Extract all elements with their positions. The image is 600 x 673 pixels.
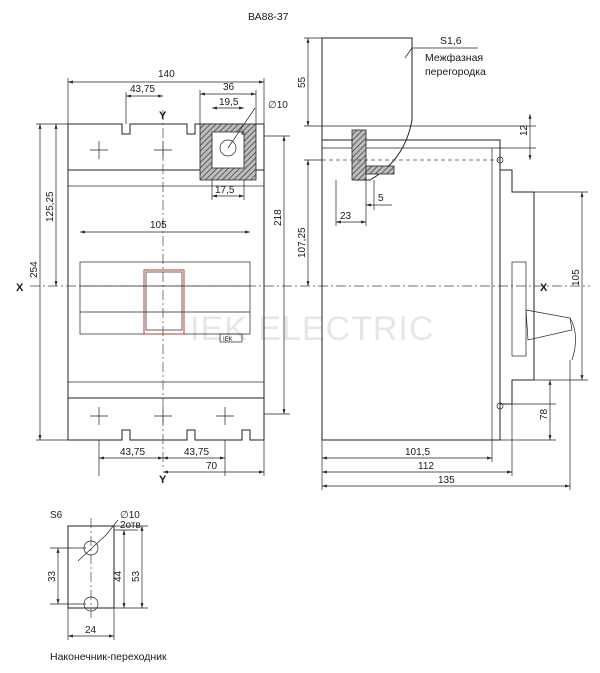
dim-135: 135 — [438, 475, 455, 486]
dim-36: 36 — [223, 82, 235, 93]
side-main-body — [321, 139, 501, 441]
dim-140: 140 — [158, 69, 175, 80]
dim-5: 5 — [378, 193, 384, 204]
side-handle-base — [511, 261, 527, 357]
lug-view: S6 ∅10 2отв. 33 44 53 24 Наконечник-пере… — [47, 510, 167, 663]
front-terminal-hatch — [199, 123, 257, 181]
front-badge-text: IEK — [223, 337, 233, 343]
lug-hole-dia: ∅10 — [120, 510, 140, 521]
lug-dim-24: 24 — [85, 625, 97, 636]
axis-x-right: X — [540, 282, 548, 294]
terminal-hole — [219, 139, 237, 157]
dim-218: 218 — [273, 209, 284, 226]
side-step — [500, 169, 535, 405]
phase-partition — [321, 37, 413, 181]
side-terminal-hatch — [351, 129, 367, 181]
axis-y-top: Y — [159, 110, 167, 122]
dim-78: 78 — [539, 408, 550, 420]
dim-23: 23 — [340, 211, 352, 222]
lug-hole-count: 2отв. — [120, 520, 144, 531]
front-body-inner — [67, 185, 265, 383]
lug-thickness: S6 — [50, 510, 63, 521]
dim-hole-dia: ∅10 — [268, 100, 288, 111]
partition-label-1: Межфазная — [425, 52, 483, 64]
dim-125-25: 125,25 — [45, 191, 56, 222]
front-top-block — [67, 123, 265, 171]
lug-dim-53: 53 — [131, 570, 142, 582]
dim-43-75-bottom-right: 43,75 — [184, 447, 209, 458]
dim-43-75-bottom-left: 43,75 — [120, 447, 145, 458]
axis-y-bottom: Y — [159, 474, 167, 486]
dim-105-right: 105 — [571, 269, 582, 286]
dim-70: 70 — [206, 461, 218, 472]
dim-254: 254 — [29, 261, 40, 278]
dim-43-75-top: 43,75 — [130, 84, 155, 95]
dim-12: 12 — [519, 124, 530, 136]
dim-17-5: 17,5 — [215, 185, 235, 196]
front-view: IEK Y Y X 140 43,75 36 — [16, 69, 590, 486]
dim-107-25: 107,25 — [297, 227, 308, 258]
handle-outline — [143, 269, 185, 335]
drawing-title: ВА88-37 — [248, 11, 289, 23]
lug-dim-33: 33 — [47, 570, 58, 582]
side-handle — [525, 309, 573, 341]
front-bottom-block — [67, 397, 265, 441]
front-main-body — [67, 169, 265, 399]
dim-112: 112 — [418, 461, 434, 472]
lug-title: Наконечник-переходник — [50, 651, 167, 663]
mount-crosses — [90, 141, 234, 425]
lug-dim-44: 44 — [113, 570, 124, 582]
dim-55: 55 — [297, 76, 308, 88]
dim-19-5: 19,5 — [219, 97, 239, 108]
partition-thickness: S1,6 — [440, 35, 462, 47]
dim-101-5: 101,5 — [405, 447, 430, 458]
side-view: S1,6 Межфазная перегородка X 55 107,25 2… — [297, 35, 588, 490]
partition-label-2: перегородка — [425, 66, 486, 78]
axis-x-left: X — [16, 282, 24, 294]
dim-105: 105 — [150, 220, 167, 231]
